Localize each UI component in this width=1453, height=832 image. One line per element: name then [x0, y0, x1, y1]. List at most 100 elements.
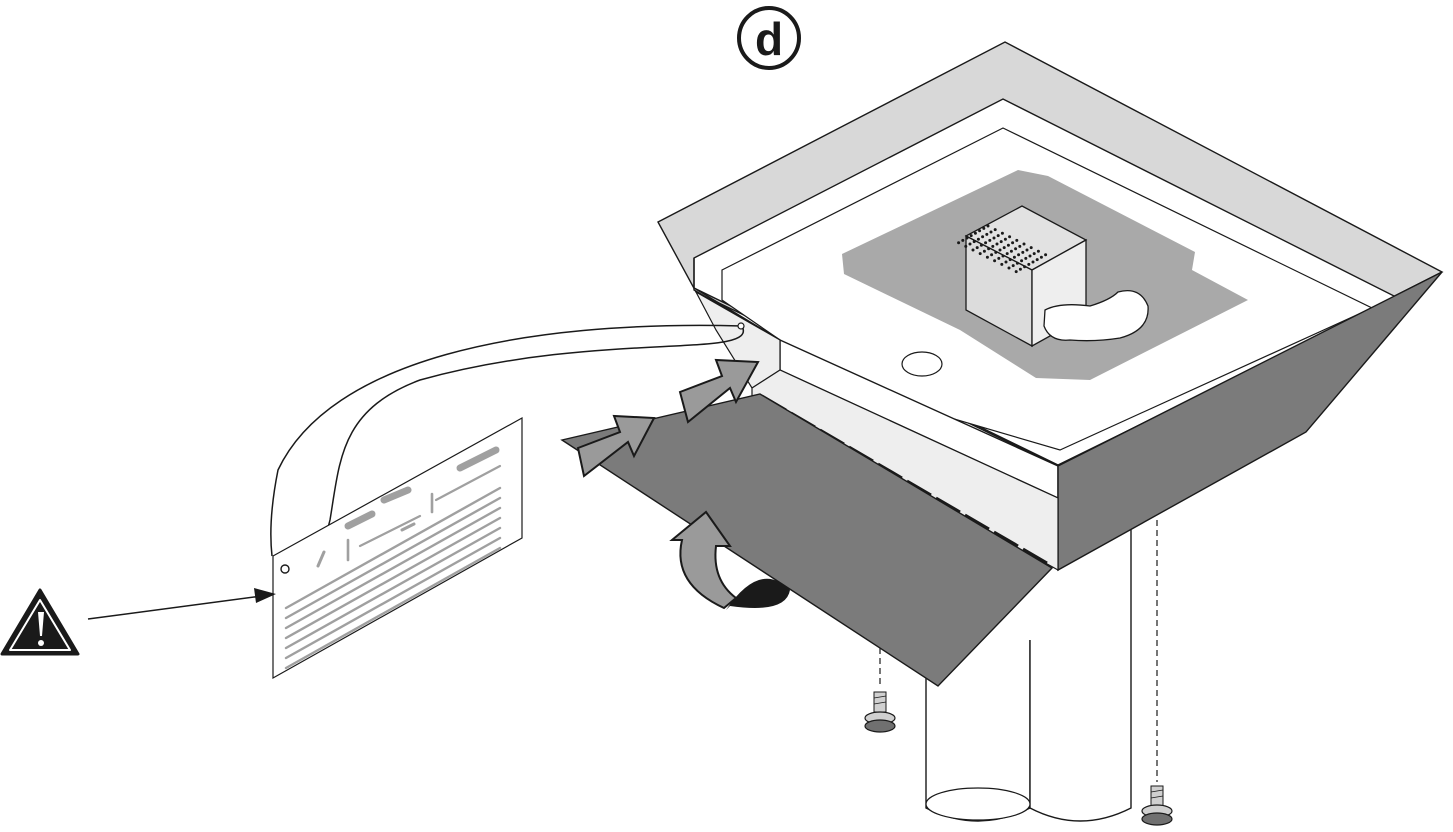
vent-dot [998, 248, 1002, 252]
screw-left [864, 648, 896, 733]
vent-dot [979, 243, 983, 247]
vent-dot [987, 247, 991, 251]
vent-dot [976, 237, 980, 241]
vent-dot [1044, 253, 1048, 257]
hinge-knuckle [1022, 547, 1048, 565]
pointer-arrow [87, 588, 276, 620]
tag-eyelet [280, 564, 290, 574]
step-badge: d [737, 6, 801, 70]
fan-vent-dots [957, 224, 1048, 274]
rotate-arrow-icon [669, 510, 790, 610]
vent-dot [1005, 252, 1009, 256]
vent-dot [978, 229, 982, 233]
column-base-ellipse [925, 787, 1031, 821]
vent-dot [1008, 258, 1012, 262]
vent-dot [1006, 243, 1010, 247]
vent-dot [1027, 262, 1031, 266]
vent-dot [1000, 231, 1004, 235]
tag-text-line [316, 550, 326, 568]
vent-dot [961, 238, 965, 242]
warning-triangle-icon [0, 588, 80, 656]
vent-dot [995, 242, 999, 246]
vent-dot [990, 253, 994, 257]
tag-text-line [400, 522, 416, 532]
vent-dot [993, 228, 997, 232]
vent-dot [992, 236, 996, 240]
vent-dot [1020, 259, 1024, 263]
tag-text-line [456, 446, 500, 472]
tag-text-line [284, 486, 502, 610]
vent-dot [971, 248, 975, 252]
vent-dot [996, 234, 1000, 238]
vent-dot [1024, 256, 1028, 260]
vent-dot [1015, 238, 1019, 242]
vent-dot [973, 231, 977, 235]
vent-dot [1018, 267, 1022, 271]
hinge-knuckle [935, 496, 961, 514]
vent-dot [991, 244, 995, 248]
vent-dot [1008, 235, 1012, 239]
tag-text-line [284, 546, 502, 670]
vent-dot [1039, 255, 1043, 259]
vent-dot [1011, 241, 1015, 245]
vent-dot [968, 242, 972, 246]
tag-text-line [284, 526, 502, 650]
vent-dot [972, 240, 976, 244]
vent-dot [982, 249, 986, 253]
vent-dot [1023, 265, 1027, 269]
vent-dot [981, 235, 985, 239]
tag-text-line [284, 506, 502, 630]
vent-dot [982, 226, 986, 230]
warning-label-tag [272, 416, 523, 680]
vent-dot [1021, 250, 1025, 254]
vent-dot [1009, 249, 1013, 253]
tag-text-line [284, 536, 502, 660]
tag-text-lines [284, 446, 502, 670]
vent-dot [1022, 242, 1026, 246]
vent-dot [1014, 270, 1018, 274]
drain-hole [901, 351, 943, 377]
vent-dot [1014, 247, 1018, 251]
tag-text-line [284, 496, 502, 620]
vent-dot [1004, 260, 1008, 264]
vent-dot [1036, 249, 1040, 253]
vent-dot [1017, 253, 1021, 257]
step-badge-circle [737, 6, 801, 70]
vent-dot [1035, 258, 1039, 262]
column-right-tube [1029, 520, 1132, 822]
vent-dot [994, 250, 998, 254]
insertion-arrow-2 [678, 358, 760, 424]
vent-dot [1002, 246, 1006, 250]
vent-dot [1003, 237, 1007, 241]
vent-dot [984, 241, 988, 245]
vent-dot [989, 230, 993, 234]
screw-right [1141, 520, 1173, 826]
tag-text-line [434, 464, 502, 502]
vent-dot [985, 232, 989, 236]
tag-text-line [344, 510, 376, 530]
vent-dot [1007, 266, 1011, 270]
vent-dot [986, 224, 990, 228]
vent-dot [969, 234, 973, 238]
vent-dot [1000, 262, 1004, 266]
vent-dot [1028, 254, 1032, 258]
hose-icon [1043, 289, 1149, 342]
fan-box [957, 205, 1149, 348]
vent-dot [985, 255, 989, 259]
tag-text-line [358, 514, 422, 548]
vent-dot [1031, 260, 1035, 264]
vent-dot [1015, 261, 1019, 265]
step-letter: d [755, 13, 783, 65]
support-column [925, 520, 1132, 822]
vent-dot [975, 246, 979, 250]
tag-text-line [284, 516, 502, 640]
tag-text-line [380, 486, 412, 504]
vent-dot [1012, 255, 1016, 259]
vent-dot [965, 236, 969, 240]
vent-dot [988, 238, 992, 242]
hinge-knuckle [964, 513, 990, 531]
vent-dot [1025, 248, 1029, 252]
vent-dot [957, 241, 961, 245]
vent-dot [1029, 246, 1033, 250]
